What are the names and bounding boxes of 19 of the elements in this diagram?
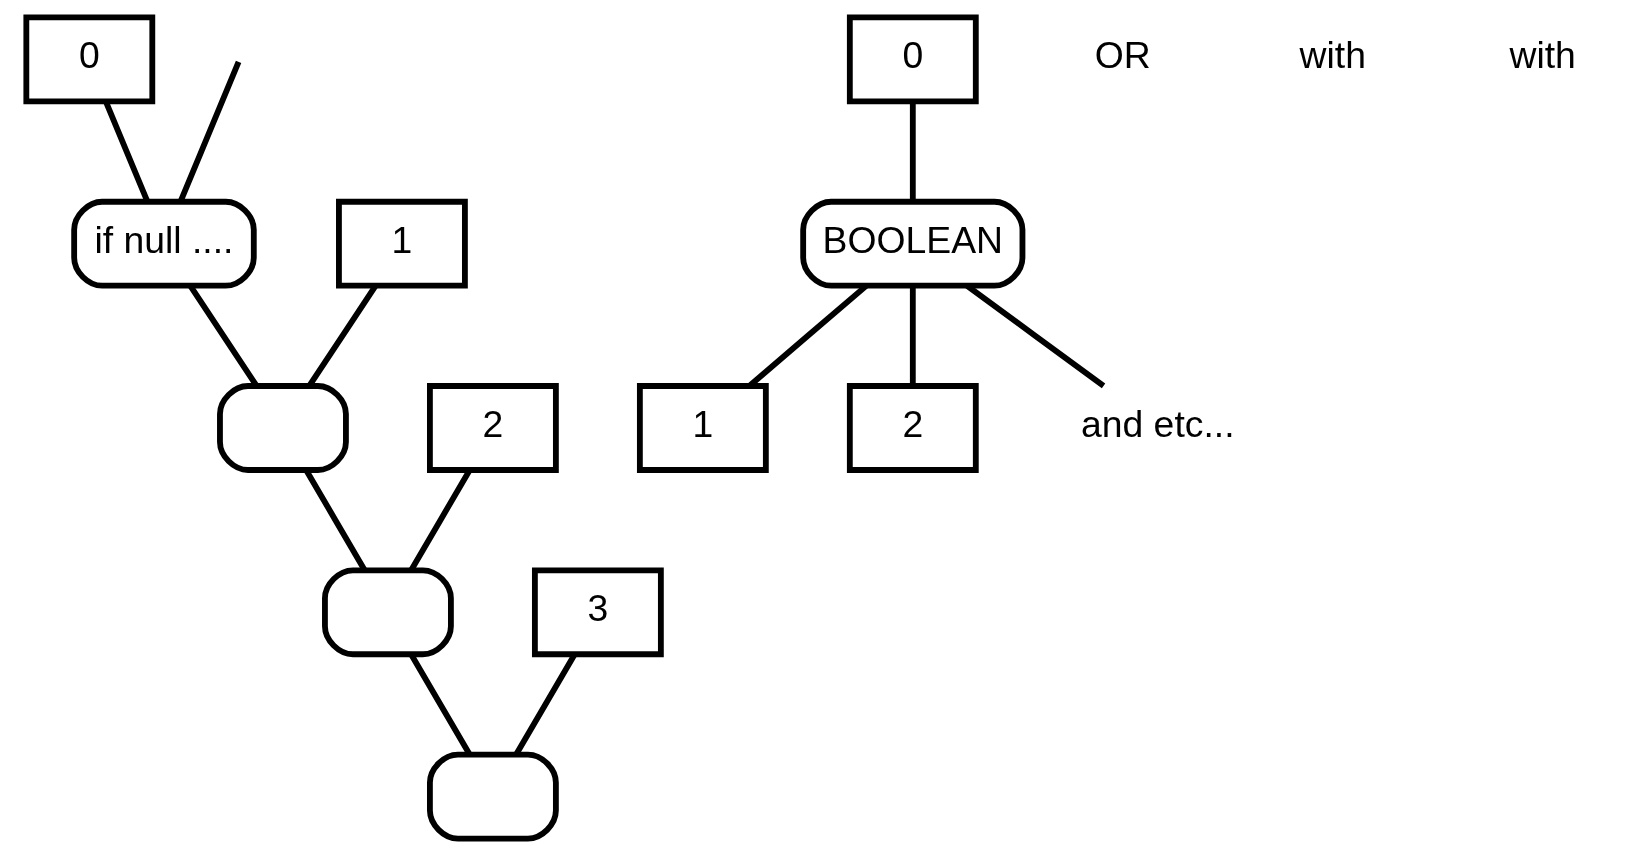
node-box: 3 [531,567,664,658]
node-box: 1 [336,198,468,289]
label: with [1509,34,1576,77]
node-box: if null .... [71,198,257,289]
node-box: 2 [846,383,979,473]
connector [909,285,916,386]
node-box: 0 [846,14,979,105]
node-box [322,567,454,658]
connector [909,101,916,202]
node-text: and etc... [1081,402,1235,445]
node-box [427,751,559,842]
label: with [1299,34,1366,77]
node-box: BOOLEAN [800,198,1026,289]
connector [178,60,242,202]
node-box: 1 [636,383,769,473]
label: OR [1094,34,1151,77]
node-box: 0 [23,14,156,105]
node-box [217,383,349,473]
node-box: 2 [427,383,559,473]
